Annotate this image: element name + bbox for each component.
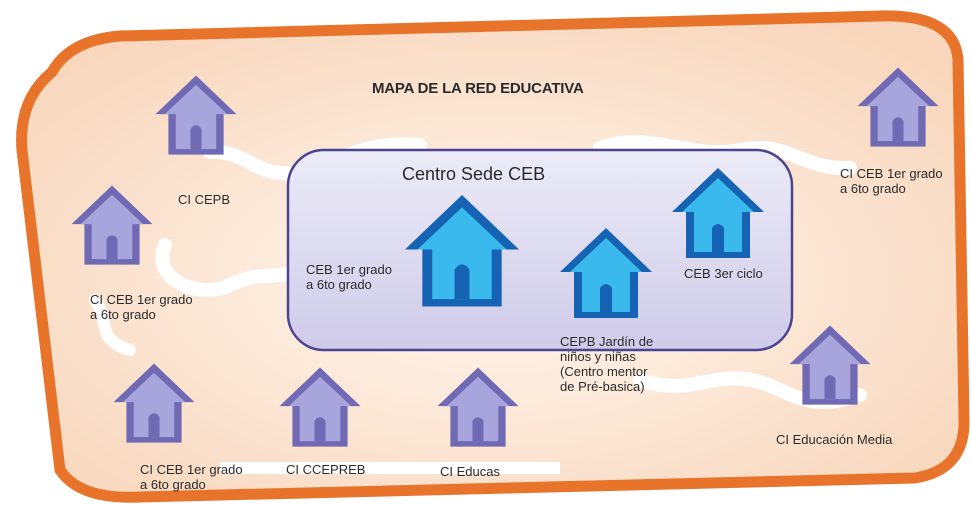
ceb-1-6-house-icon [404, 194, 520, 307]
sede-title: Centro Sede CEB [402, 164, 546, 184]
ci-ceb-topright-house-icon [857, 67, 939, 147]
node-label-ci-cceprep: CI CCEPREB [286, 462, 366, 477]
node-label-ceb-3: CEB 3er ciclo [684, 266, 763, 281]
node-label-ceb-1-6: CEB 1er grado a 6to grado [306, 262, 392, 292]
ceb-3-house-icon [672, 168, 764, 258]
node-label-ci-educas: CI Educas [440, 464, 500, 479]
ci-cceprep-house-icon [279, 367, 361, 447]
ci-ceb-bottomleft-house-icon [113, 363, 195, 443]
ci-educas-house-icon [437, 367, 519, 447]
map-title: MAPA DE LA RED EDUCATIVA [372, 80, 584, 97]
sede-box [286, 148, 794, 352]
node-label-ci-ceb-bottomleft: CI CEB 1er grado a 6to grado [140, 462, 243, 492]
ci-cepb-house-icon [155, 75, 237, 155]
cepb-jardin-house-icon [560, 228, 652, 318]
node-label-ci-ceb-topright: CI CEB 1er grado a 6to grado [840, 166, 943, 196]
ci-media-house-icon [789, 325, 871, 405]
node-label-ci-media: CI Educación Media [776, 432, 893, 447]
node-label-ci-ceb-left: CI CEB 1er grado a 6to grado [90, 292, 193, 322]
node-label-ci-cepb: CI CEPB [178, 192, 231, 207]
ci-ceb-left-house-icon [71, 185, 153, 265]
node-label-cepb-jardin: CEPB Jardín de niños y niñas (Centro men… [560, 334, 654, 394]
